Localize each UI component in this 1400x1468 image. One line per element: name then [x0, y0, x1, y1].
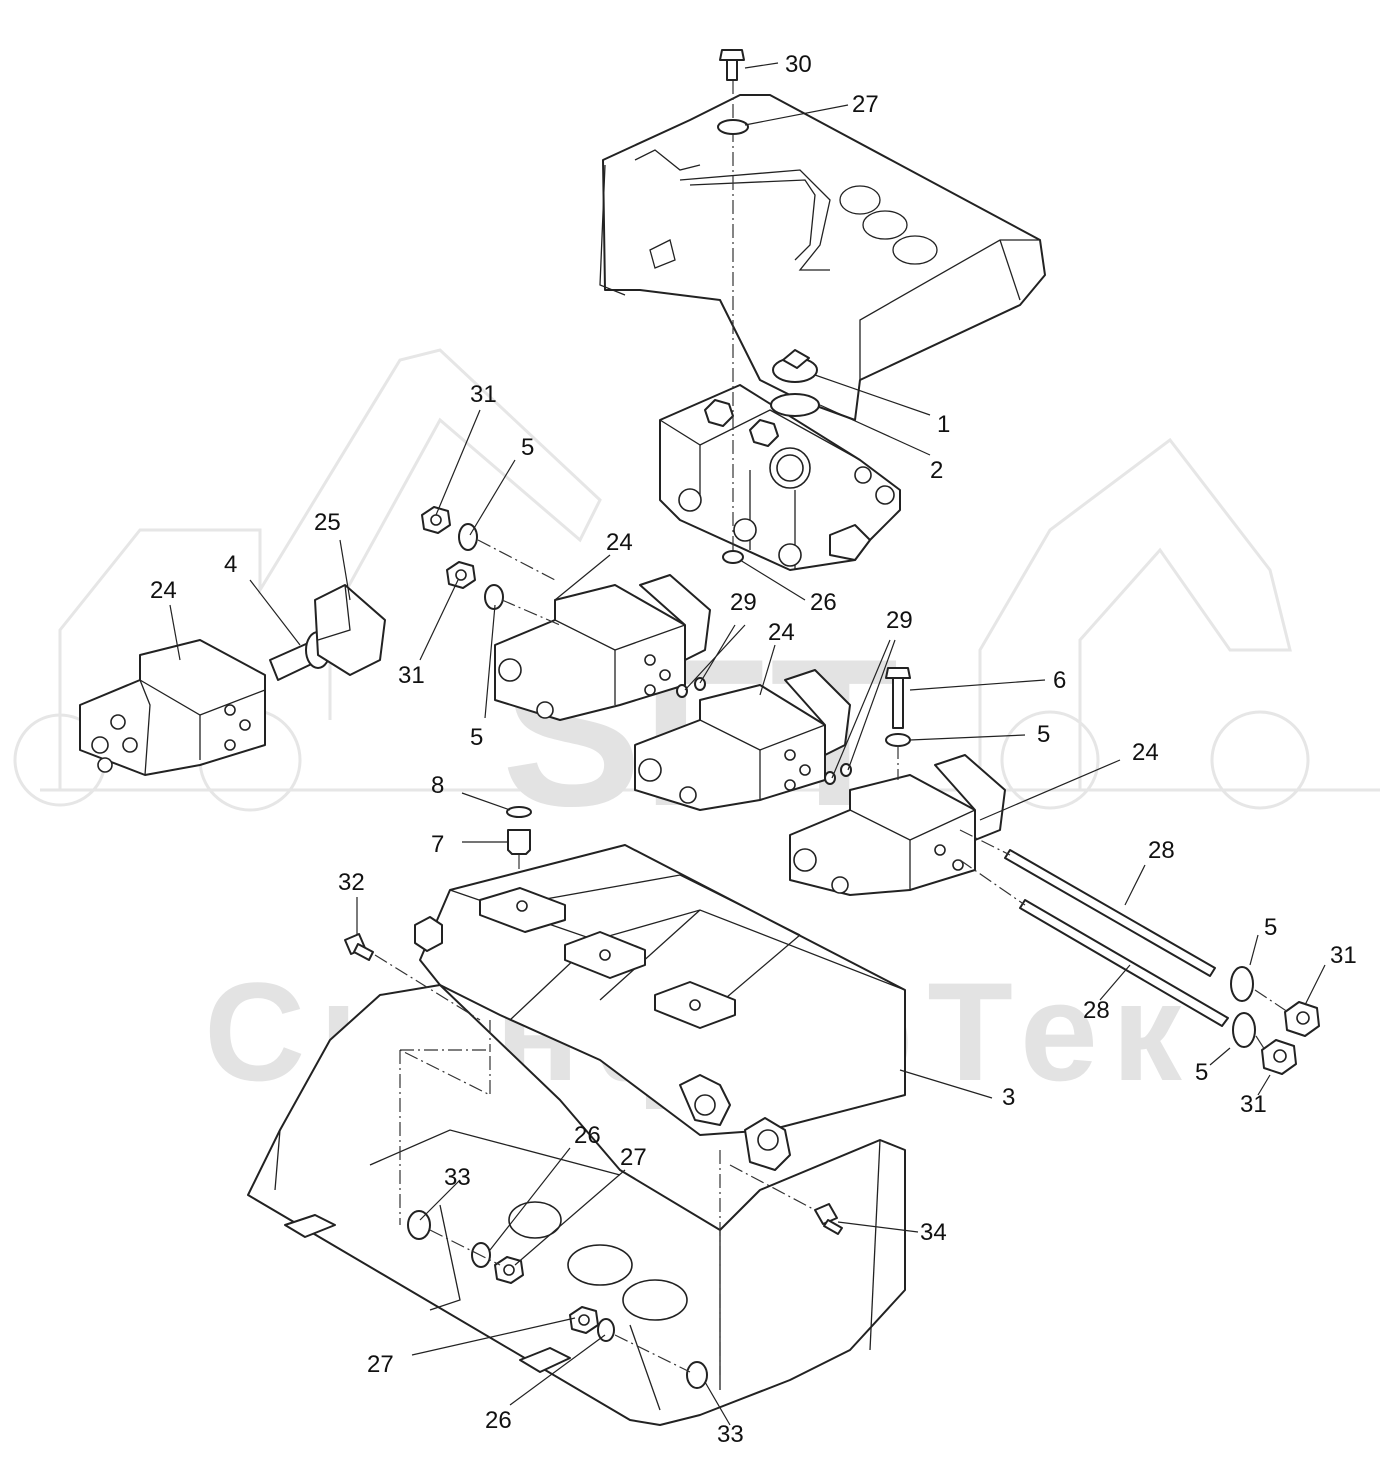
callout-25: 25 — [314, 509, 341, 536]
nut-31-lower — [446, 561, 476, 589]
washer-33-right — [686, 1361, 708, 1389]
nut-31-rod-upper — [1284, 1001, 1320, 1037]
callout-1: 1 — [937, 411, 950, 438]
callout-27: 27 — [367, 1351, 394, 1378]
o-ring-29-b — [694, 677, 706, 691]
nut-27-low — [569, 1306, 599, 1334]
tie-rod-28-lower — [1019, 899, 1229, 1027]
callout-31: 31 — [470, 381, 497, 408]
callout-31: 31 — [398, 662, 425, 689]
washer-5-lower — [484, 584, 504, 610]
washer-5-bolt6 — [885, 733, 911, 747]
callout-26: 26 — [810, 589, 837, 616]
top-cover — [599, 94, 1046, 421]
callout-5: 5 — [1037, 721, 1050, 748]
solenoid-valve-upper — [494, 574, 711, 721]
callout-2: 2 — [930, 457, 943, 484]
nut-27-mid — [494, 1256, 524, 1284]
callout-28: 28 — [1148, 837, 1175, 864]
callout-6: 6 — [1053, 667, 1066, 694]
base-bracket — [247, 984, 906, 1426]
callout-24: 24 — [606, 529, 633, 556]
solenoid-cover-box — [414, 844, 906, 1171]
nut-26-top — [722, 550, 744, 564]
callout-26: 26 — [574, 1122, 601, 1149]
nut-31-rod-lower — [1261, 1039, 1297, 1075]
callout-34: 34 — [920, 1219, 947, 1246]
callout-32: 32 — [338, 869, 365, 896]
solenoid-valve-left — [79, 639, 266, 776]
valve-cap — [772, 349, 818, 383]
callout-24: 24 — [1132, 739, 1159, 766]
callout-33: 33 — [717, 1421, 744, 1448]
callout-3: 3 — [1002, 1084, 1015, 1111]
washer-33-left — [407, 1210, 431, 1240]
callout-5: 5 — [470, 724, 483, 751]
callout-24: 24 — [150, 577, 177, 604]
callout-27: 27 — [620, 1144, 647, 1171]
callout-26: 26 — [485, 1407, 512, 1434]
callout-24: 24 — [768, 619, 795, 646]
bolt-6 — [885, 667, 911, 729]
bushing-7 — [507, 829, 531, 855]
solenoid-valve-middle — [634, 669, 851, 811]
o-ring — [770, 393, 820, 417]
o-ring-29-c — [824, 771, 836, 785]
callout-30: 30 — [785, 51, 812, 78]
callout-31: 31 — [1240, 1091, 1267, 1118]
callout-5: 5 — [1195, 1059, 1208, 1086]
leader-lines — [169, 62, 1326, 1426]
valve-manifold — [659, 384, 901, 571]
bolt-32 — [344, 933, 374, 961]
bolt-30 — [719, 49, 745, 81]
washer-27-top — [717, 119, 749, 135]
callout-33: 33 — [444, 1164, 471, 1191]
tie-rod-28-upper — [1004, 849, 1216, 977]
ring-8 — [506, 806, 532, 818]
solenoid-valve-right — [789, 754, 1006, 896]
solenoid-coil — [314, 584, 386, 676]
washer-5-rod-lower — [1232, 1012, 1256, 1048]
callout-5: 5 — [1264, 914, 1277, 941]
callout-29: 29 — [886, 607, 913, 634]
bolt-34 — [814, 1203, 843, 1235]
callout-27: 27 — [852, 91, 879, 118]
callout-5: 5 — [521, 434, 534, 461]
washer-5-rod-upper — [1230, 966, 1254, 1002]
nut-31-upper — [421, 506, 451, 534]
callout-29: 29 — [730, 589, 757, 616]
callout-7: 7 — [431, 831, 444, 858]
callout-labels: 30 27 1 2 31 5 25 24 4 24 26 31 29 24 29… — [150, 51, 1357, 1448]
callout-31: 31 — [1330, 942, 1357, 969]
o-ring-29-a — [676, 684, 688, 698]
callout-8: 8 — [431, 772, 444, 799]
washer-26-low — [597, 1318, 615, 1342]
callout-4: 4 — [224, 551, 237, 578]
callout-28: 28 — [1083, 997, 1110, 1024]
